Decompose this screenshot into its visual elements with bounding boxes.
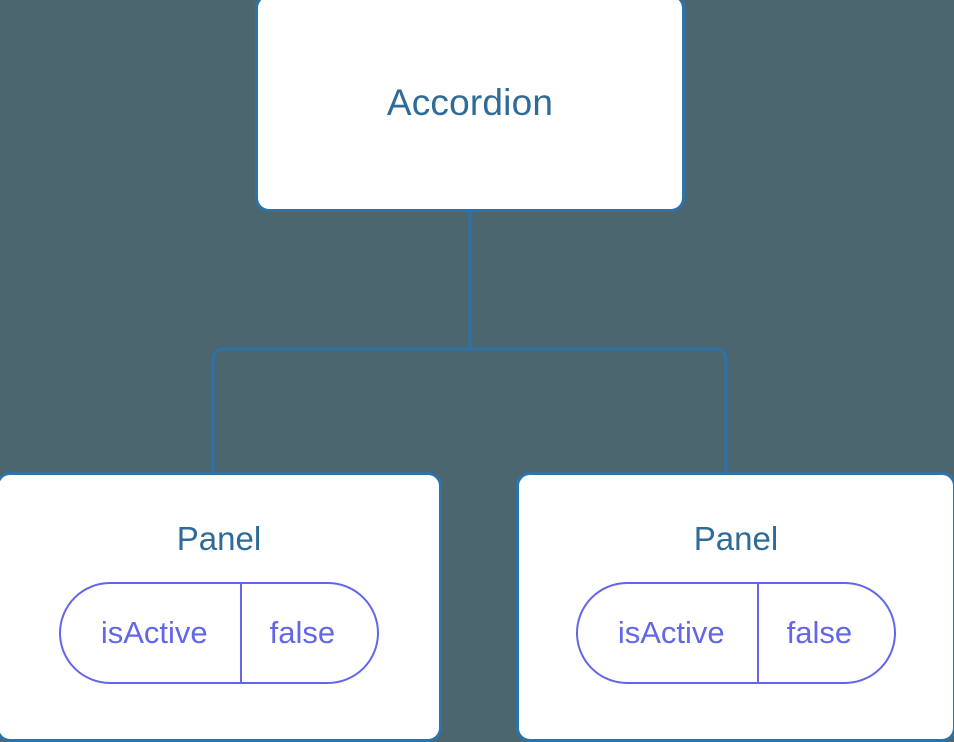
node-accordion[interactable]: Accordion bbox=[255, 0, 685, 212]
node-panel-1-label: Panel bbox=[693, 520, 779, 557]
connector-branch-right bbox=[470, 347, 728, 472]
state-pill-panel-1-value: false bbox=[786, 615, 853, 651]
state-pill-panel-1-key: isActive bbox=[578, 584, 759, 683]
state-pill-panel-1[interactable]: isActive false bbox=[575, 582, 897, 685]
connector-branch-left bbox=[211, 347, 470, 472]
state-pill-panel-0-value: false bbox=[269, 615, 336, 651]
node-panel-0[interactable]: Panel isActive false bbox=[0, 472, 442, 742]
node-panel-0-label: Panel bbox=[176, 520, 262, 557]
node-panel-1[interactable]: Panel isActive false bbox=[516, 472, 954, 742]
state-pill-panel-0-key: isActive bbox=[61, 584, 242, 683]
node-accordion-label: Accordion bbox=[386, 81, 554, 123]
state-pill-panel-0[interactable]: isActive false bbox=[58, 582, 380, 685]
